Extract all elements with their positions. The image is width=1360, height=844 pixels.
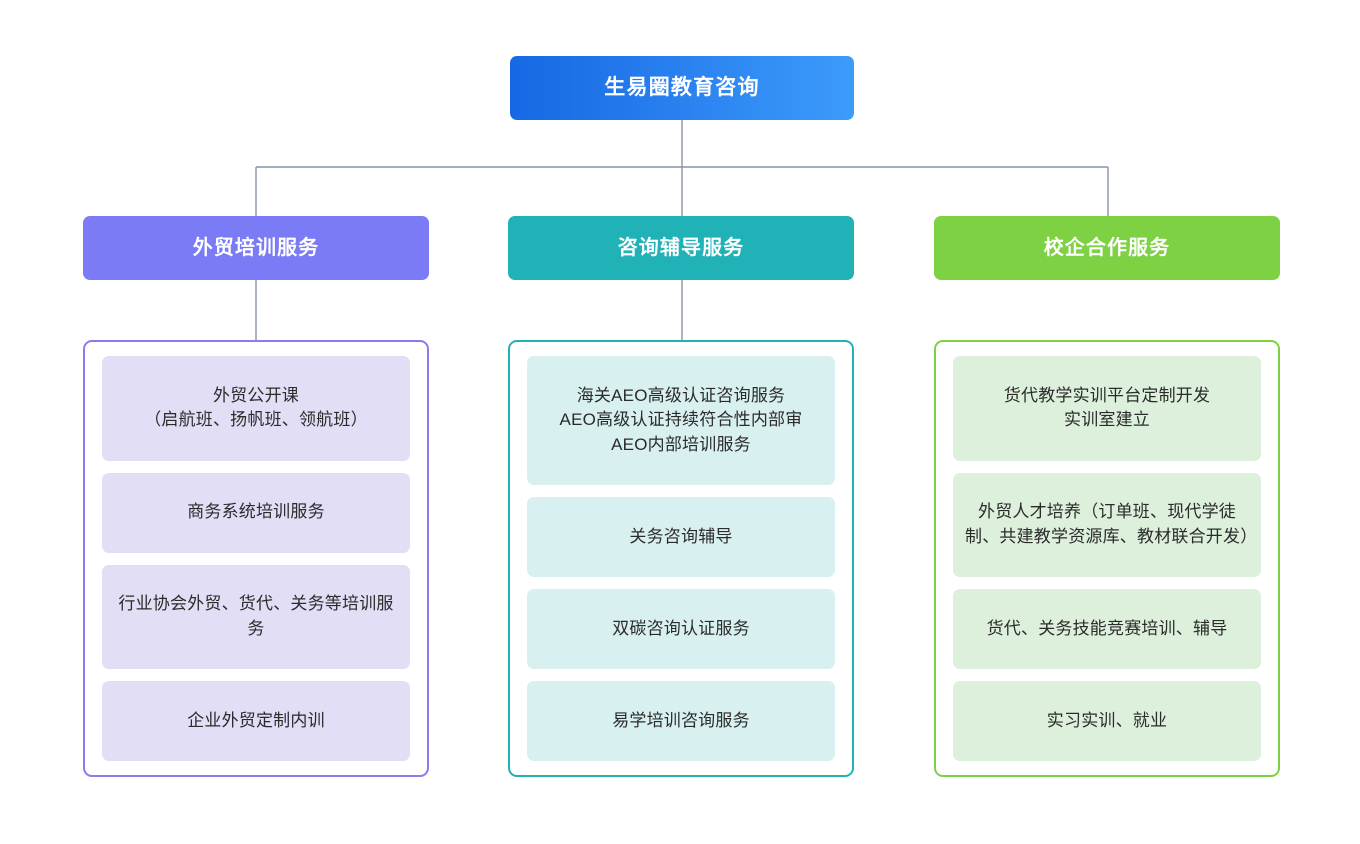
root-node-label: 生易圈教育咨询 [604, 76, 760, 100]
branch-header-2[interactable]: 校企合作服务 [934, 216, 1280, 280]
branch-column-1: 咨询辅导服务 [508, 216, 854, 280]
item-card[interactable]: 企业外贸定制内训 [102, 681, 410, 762]
item-card-label: 关务咨询辅导 [629, 526, 733, 546]
item-card[interactable]: 商务系统培训服务 [102, 472, 410, 553]
item-card-label: 双碳咨询认证服务 [612, 618, 750, 638]
item-card-label: 行业协会外贸、货代、关务等培训服务 [118, 594, 394, 638]
items-panel-1: 海关AEO高级认证咨询服务 AEO高级认证持续符合性内部审 AEO内部培训服务 … [508, 340, 854, 777]
item-card-label: 货代教学实训平台定制开发 实训室建立 [1003, 385, 1211, 430]
item-card-label: 商务系统培训服务 [187, 502, 325, 522]
item-card[interactable]: 海关AEO高级认证咨询服务 AEO高级认证持续符合性内部审 AEO内部培训服务 [527, 356, 835, 486]
branch-header-0[interactable]: 外贸培训服务 [83, 216, 429, 280]
root-node[interactable]: 生易圈教育咨询 [510, 56, 854, 120]
item-card-label: 企业外贸定制内训 [187, 710, 325, 730]
item-card[interactable]: 外贸人才培养（订单班、现代学徒制、共建教学资源库、教材联合开发） [953, 472, 1261, 578]
item-card-label: 实习实训、就业 [1046, 710, 1168, 730]
item-card-label: 海关AEO高级认证咨询服务 AEO高级认证持续符合性内部审 AEO内部培训服务 [559, 385, 803, 454]
branch-header-1[interactable]: 咨询辅导服务 [508, 216, 854, 280]
item-card-label: 外贸公开课 （启航班、扬帆班、领航班） [144, 385, 368, 430]
items-panel-0: 外贸公开课 （启航班、扬帆班、领航班） 商务系统培训服务 行业协会外贸、货代、关… [83, 340, 429, 777]
item-card[interactable]: 外贸公开课 （启航班、扬帆班、领航班） [102, 356, 410, 461]
item-card-label: 易学培训咨询服务 [612, 710, 750, 730]
item-card[interactable]: 易学培训咨询服务 [527, 681, 835, 762]
item-card[interactable]: 行业协会外贸、货代、关务等培训服务 [102, 564, 410, 670]
item-card[interactable]: 实习实训、就业 [953, 681, 1261, 762]
branch-header-label-0: 外贸培训服务 [192, 237, 320, 259]
item-card[interactable]: 货代教学实训平台定制开发 实训室建立 [953, 356, 1261, 461]
branch-header-label-2: 校企合作服务 [1043, 237, 1171, 259]
item-card-label: 外贸人才培养（订单班、现代学徒制、共建教学资源库、教材联合开发） [965, 502, 1258, 546]
branch-column-0: 外贸培训服务 [83, 216, 429, 280]
item-card-label: 货代、关务技能竞赛培训、辅导 [986, 618, 1228, 638]
items-panel-2: 货代教学实训平台定制开发 实训室建立 外贸人才培养（订单班、现代学徒制、共建教学… [934, 340, 1280, 777]
item-card[interactable]: 双碳咨询认证服务 [527, 589, 835, 670]
item-card[interactable]: 货代、关务技能竞赛培训、辅导 [953, 589, 1261, 670]
branch-header-label-1: 咨询辅导服务 [617, 237, 745, 259]
item-card[interactable]: 关务咨询辅导 [527, 497, 835, 578]
branch-column-2: 校企合作服务 [934, 216, 1280, 280]
